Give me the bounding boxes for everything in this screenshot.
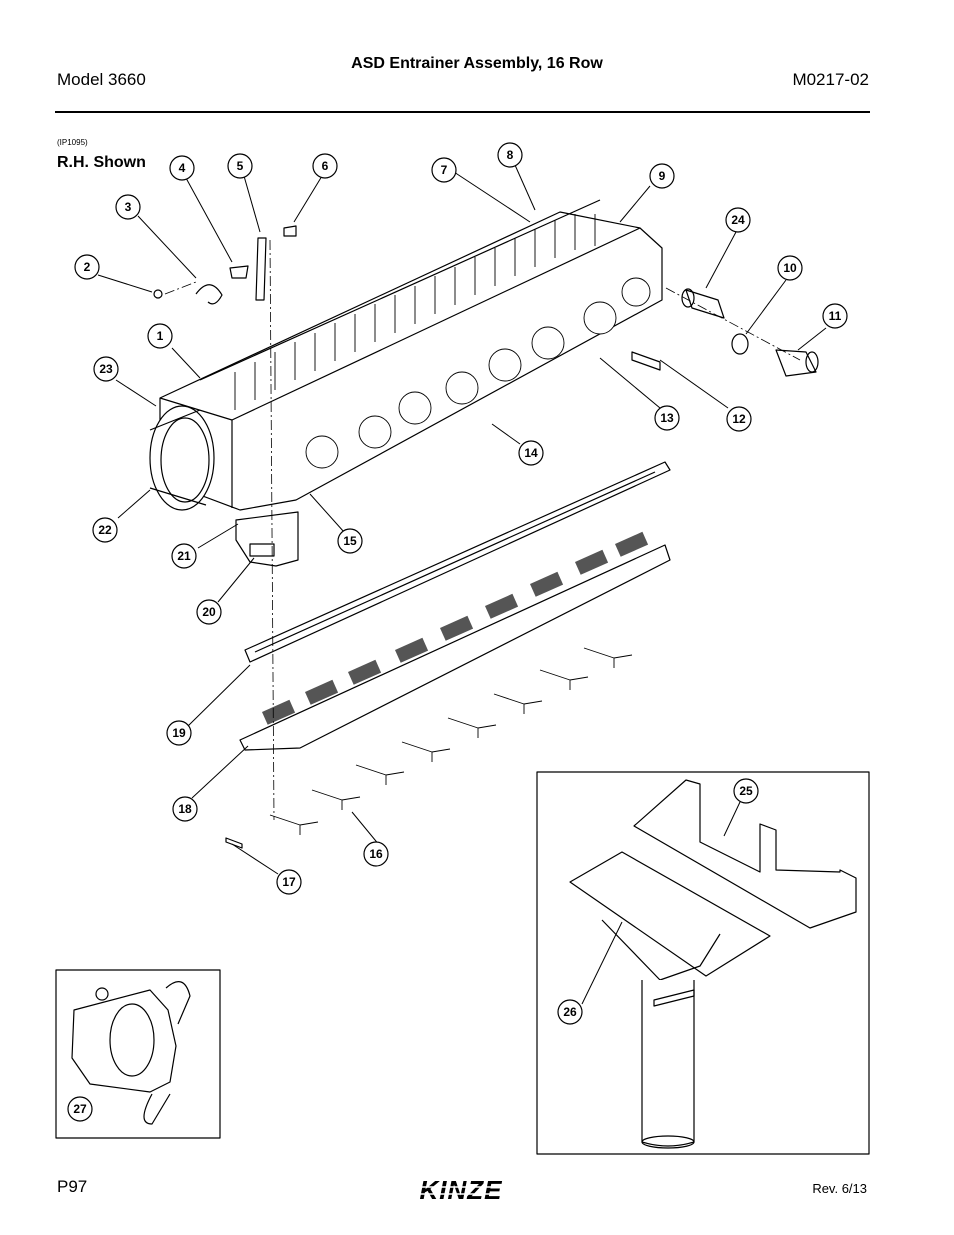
svg-text:12: 12 (732, 412, 746, 426)
gasket (244, 461, 671, 663)
callout-13: 13 (654, 405, 680, 431)
svg-text:27: 27 (73, 1102, 87, 1116)
callout-6: 6 (312, 153, 338, 179)
svg-text:2: 2 (84, 260, 91, 274)
svg-text:16: 16 (369, 847, 383, 861)
callout-27: 27 (67, 1096, 93, 1122)
strap (255, 237, 267, 301)
callout-16: 16 (363, 841, 389, 867)
svg-text:4: 4 (179, 161, 186, 175)
tube-24 (681, 288, 725, 319)
callout-10: 10 (777, 255, 803, 281)
svg-text:6: 6 (322, 159, 329, 173)
svg-text:17: 17 (282, 875, 296, 889)
model-label: Model 3660 (57, 70, 146, 89)
header-rule (55, 111, 870, 113)
hopper (569, 851, 771, 1149)
wing-bolt (229, 265, 249, 279)
svg-text:24: 24 (731, 213, 745, 227)
o-ring (731, 333, 749, 355)
callout-19: 19 (166, 720, 192, 746)
svg-text:19: 19 (172, 726, 186, 740)
svg-text:23: 23 (99, 362, 113, 376)
page-number: P97 (57, 1177, 88, 1196)
callout-24: 24 (725, 207, 751, 233)
inset-box-right (536, 771, 870, 1155)
svg-text:21: 21 (177, 549, 191, 563)
cover-plate (633, 779, 857, 929)
coupling (71, 981, 191, 1125)
deflector (631, 351, 661, 371)
inset-box-left (55, 969, 221, 1139)
svg-text:8: 8 (507, 148, 514, 162)
svg-text:15: 15 (343, 534, 357, 548)
pin (225, 837, 243, 849)
svg-text:KINZE: KINZE (420, 1177, 503, 1205)
coupler (775, 349, 819, 377)
callout-23: 23 (93, 356, 119, 382)
callout-14: 14 (518, 440, 544, 466)
callout-17: 17 (276, 869, 302, 895)
screen-tray (239, 531, 671, 751)
svg-text:11: 11 (829, 309, 842, 323)
svg-text:25: 25 (739, 784, 753, 798)
clamp (195, 284, 223, 305)
svg-text:9: 9 (659, 169, 666, 183)
svg-text:7: 7 (441, 163, 448, 177)
callout-21: 21 (171, 543, 197, 569)
callout-3: 3 (115, 194, 141, 220)
kinze-logo: KINZE (404, 1177, 518, 1205)
nut (153, 289, 163, 299)
view-label: R.H. Shown (57, 154, 146, 171)
document-number: M0217-02 (792, 70, 869, 89)
callout-26: 26 (557, 999, 583, 1025)
callout-11: 11 (822, 303, 848, 329)
svg-text:14: 14 (524, 446, 538, 460)
callout-20: 20 (196, 599, 222, 625)
callout-22: 22 (92, 517, 118, 543)
callout-4: 4 (169, 155, 195, 181)
svg-text:13: 13 (660, 411, 674, 425)
callout-25: 25 (733, 778, 759, 804)
svg-text:3: 3 (125, 200, 132, 214)
callout-9: 9 (649, 163, 675, 189)
svg-text:26: 26 (563, 1005, 577, 1019)
svg-text:20: 20 (202, 605, 216, 619)
callout-1: 1 (147, 323, 173, 349)
callout-5: 5 (227, 153, 253, 179)
callout-7: 7 (431, 157, 457, 183)
figure-code: (IP1095) (57, 138, 88, 147)
fitting (283, 225, 297, 237)
svg-text:10: 10 (783, 261, 797, 275)
svg-text:1: 1 (157, 329, 164, 343)
revision-date: Rev. 6/13 (812, 1181, 867, 1196)
callout-12: 12 (726, 406, 752, 432)
entrainer-body (159, 199, 663, 511)
callout-15: 15 (337, 528, 363, 554)
page-title: ASD Entrainer Assembly, 16 Row (351, 55, 603, 72)
callout-8: 8 (497, 142, 523, 168)
clip-row (269, 647, 633, 835)
svg-text:22: 22 (98, 523, 112, 537)
callout-18: 18 (172, 796, 198, 822)
inlet-housing (149, 405, 215, 511)
svg-text:5: 5 (237, 159, 244, 173)
svg-text:18: 18 (178, 802, 192, 816)
callout-group: 1 2 3 4 5 6 7 8 9 10 11 12 13 14 15 16 1… (67, 142, 848, 1122)
mount-bracket (235, 511, 299, 567)
callout-2: 2 (74, 254, 100, 280)
